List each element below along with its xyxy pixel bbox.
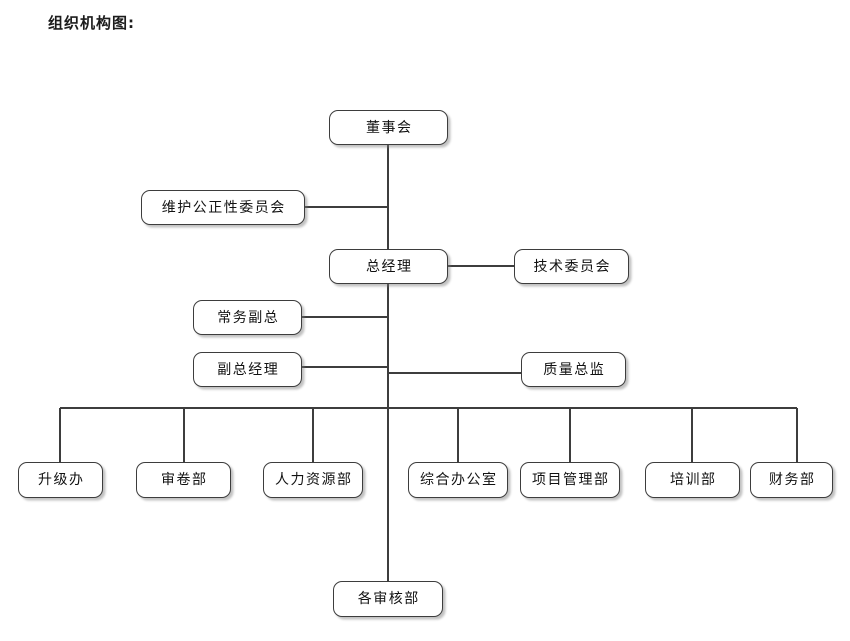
node-label-impartiality-committee: 维护公正性委员会 [161, 199, 286, 216]
node-review-department[interactable]: 审卷部 [136, 462, 231, 498]
node-executive-vice-president[interactable]: 常务副总 [193, 300, 302, 335]
node-label-review-department: 审卷部 [161, 472, 208, 488]
node-hr-department[interactable]: 人力资源部 [263, 462, 363, 498]
node-technical-committee[interactable]: 技术委员会 [514, 249, 629, 284]
node-label-board: 董事会 [366, 119, 413, 136]
page-title: 组织机构图: [48, 14, 135, 32]
node-finance-department[interactable]: 财务部 [750, 462, 833, 498]
node-label-project-management-department: 项目管理部 [532, 472, 610, 488]
node-label-finance-department: 财务部 [769, 472, 816, 488]
node-label-training-department: 培训部 [670, 472, 717, 488]
node-administrative-office[interactable]: 综合办公室 [408, 462, 508, 498]
node-training-department[interactable]: 培训部 [645, 462, 740, 498]
node-label-upgrade-office: 升级办 [38, 472, 85, 488]
node-impartiality-committee[interactable]: 维护公正性委员会 [141, 190, 305, 225]
node-project-management-department[interactable]: 项目管理部 [520, 462, 620, 498]
node-board[interactable]: 董事会 [329, 110, 448, 145]
node-label-technical-committee: 技术委员会 [533, 258, 611, 275]
node-label-executive-vice-president: 常务副总 [217, 309, 280, 326]
node-upgrade-office[interactable]: 升级办 [18, 462, 103, 498]
node-general-manager[interactable]: 总经理 [329, 249, 448, 284]
node-label-quality-director: 质量总监 [543, 361, 606, 378]
node-quality-director[interactable]: 质量总监 [521, 352, 626, 387]
node-label-hr-department: 人力资源部 [275, 472, 353, 488]
node-label-audit-departments: 各审核部 [357, 591, 420, 607]
node-label-deputy-general-manager: 副总经理 [217, 361, 280, 378]
node-deputy-general-manager[interactable]: 副总经理 [193, 352, 302, 387]
node-label-administrative-office: 综合办公室 [420, 472, 498, 488]
node-audit-departments[interactable]: 各审核部 [333, 581, 443, 617]
node-label-general-manager: 总经理 [366, 258, 413, 275]
